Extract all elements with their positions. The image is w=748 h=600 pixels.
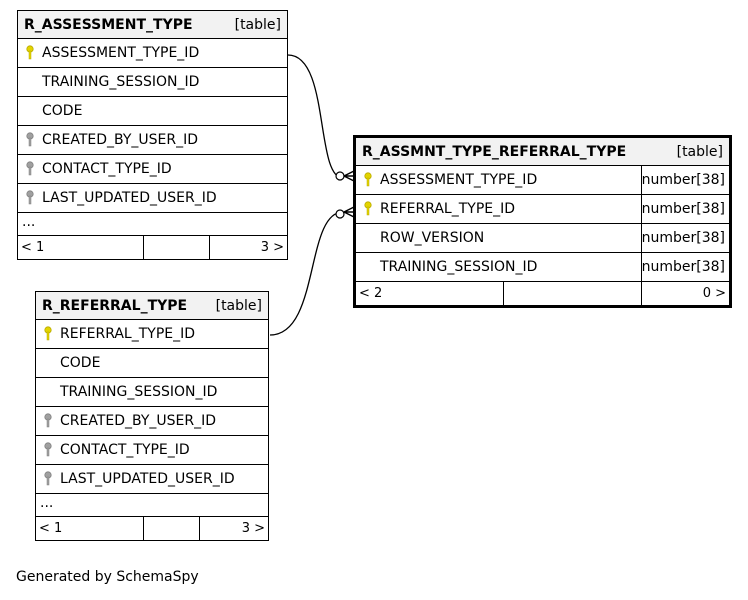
column-name: CODE [60,355,101,371]
more-columns: ... [18,213,287,236]
table-kind: [table] [234,16,281,33]
column-name: ASSESSMENT_TYPE_ID [380,172,538,188]
parent-count[interactable]: < 1 [36,517,144,540]
column-name: CONTACT_TYPE_ID [60,442,190,458]
primary-key-icon [18,45,42,61]
table-name: R_REFERRAL_TYPE [42,297,188,314]
foreign-key-icon [18,190,42,206]
column-name: CODE [42,103,83,119]
child-count[interactable]: 3 > [260,240,284,255]
table-footer: < 2 0 > [356,282,729,305]
foreign-key-icon [18,161,42,177]
link-referral-type [269,211,344,336]
link-referral-type-end [335,209,345,219]
column-name: CREATED_BY_USER_ID [42,132,199,148]
primary-key-icon [356,172,380,188]
column-type: number[38] [641,224,729,252]
column-row[interactable]: TRAINING_SESSION_ID [18,68,287,97]
parent-count[interactable]: < 2 [356,282,504,305]
column-row[interactable]: ASSESSMENT_TYPE_ID number[38] [356,166,729,195]
generator-credit: Generated by SchemaSpy [16,569,199,585]
table-r-assessment-type[interactable]: R_ASSESSMENT_TYPE [table] ASSESSMENT_TYP… [17,10,288,260]
foreign-key-icon [18,132,42,148]
column-name: CREATED_BY_USER_ID [60,413,217,429]
column-row[interactable]: ROW_VERSION number[38] [356,224,729,253]
primary-key-icon [356,201,380,217]
column-row[interactable]: LAST_UPDATED_USER_ID [18,184,287,213]
column-row[interactable]: TRAINING_SESSION_ID [36,378,268,407]
foreign-key-icon [36,471,60,487]
table-footer: < 1 3 > [36,517,268,540]
column-name: TRAINING_SESSION_ID [60,384,218,400]
table-header: R_ASSESSMENT_TYPE [table] [18,11,287,39]
table-r-assmnt-type-referral-type[interactable]: R_ASSMNT_TYPE_REFERRAL_TYPE [table] ASSE… [353,135,732,308]
column-row[interactable]: LAST_UPDATED_USER_ID [36,465,268,494]
column-name: LAST_UPDATED_USER_ID [42,190,217,206]
column-type: number[38] [641,195,729,223]
column-row[interactable]: CREATED_BY_USER_ID [18,126,287,155]
column-name: REFERRAL_TYPE_ID [60,326,196,342]
column-row[interactable]: REFERRAL_TYPE_ID number[38] [356,195,729,224]
column-row[interactable]: CONTACT_TYPE_ID [18,155,287,184]
column-name: TRAINING_SESSION_ID [380,259,538,275]
column-row[interactable]: CODE [36,349,268,378]
table-kind: [table] [676,143,723,160]
child-count[interactable]: 0 > [702,286,726,301]
table-r-referral-type[interactable]: R_REFERRAL_TYPE [table] REFERRAL_TYPE_ID… [35,291,269,541]
column-name: LAST_UPDATED_USER_ID [60,471,235,487]
column-row[interactable]: ASSESSMENT_TYPE_ID [18,39,287,68]
column-type: number[38] [641,253,729,281]
link-referral-type-crow [343,206,355,218]
column-row[interactable]: REFERRAL_TYPE_ID [36,320,268,349]
table-name: R_ASSMNT_TYPE_REFERRAL_TYPE [362,143,627,160]
column-row[interactable]: TRAINING_SESSION_ID number[38] [356,253,729,282]
column-name: TRAINING_SESSION_ID [42,74,200,90]
column-row[interactable]: CONTACT_TYPE_ID [36,436,268,465]
primary-key-icon [36,326,60,342]
column-name: ASSESSMENT_TYPE_ID [42,45,200,61]
column-name: ROW_VERSION [380,230,485,246]
table-footer: < 1 3 > [18,236,287,259]
child-count[interactable]: 3 > [241,521,265,536]
column-type: number[38] [641,166,729,194]
link-assessment-type-crow [343,170,355,182]
column-name: CONTACT_TYPE_ID [42,161,172,177]
foreign-key-icon [36,413,60,429]
table-header: R_ASSMNT_TYPE_REFERRAL_TYPE [table] [356,138,729,166]
link-assessment-type [287,54,344,179]
table-header: R_REFERRAL_TYPE [table] [36,292,268,320]
column-row[interactable]: CODE [18,97,287,126]
column-row[interactable]: CREATED_BY_USER_ID [36,407,268,436]
link-assessment-type-end [335,171,345,181]
foreign-key-icon [36,442,60,458]
table-kind: [table] [215,297,262,314]
table-name: R_ASSESSMENT_TYPE [24,16,193,33]
more-columns: ... [36,494,268,517]
parent-count[interactable]: < 1 [18,236,144,259]
column-name: REFERRAL_TYPE_ID [380,201,516,217]
